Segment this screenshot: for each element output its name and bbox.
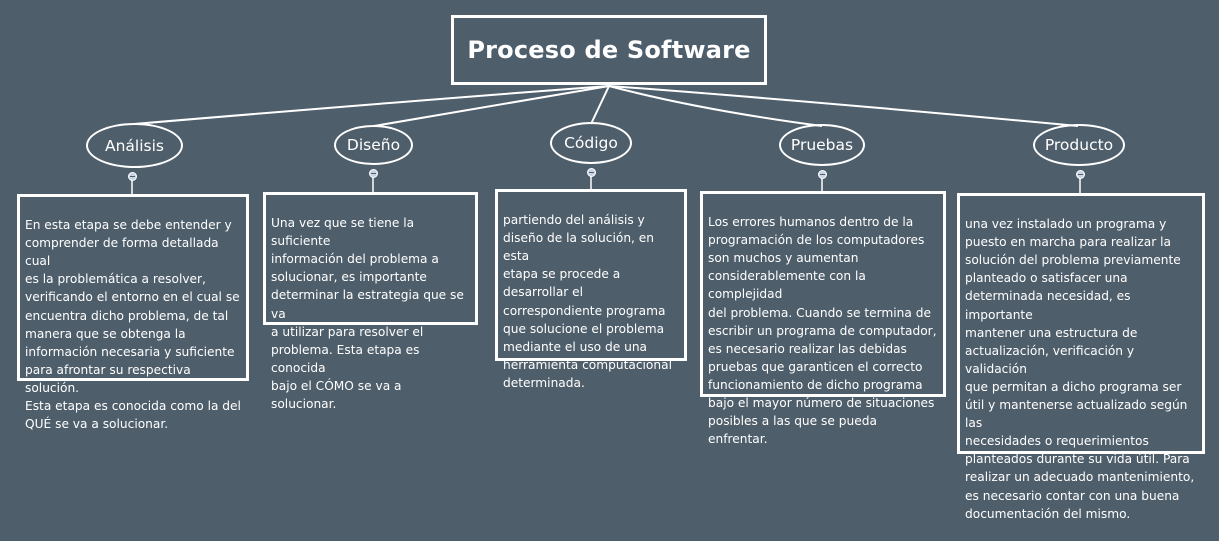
description-diseno[interactable]: Una vez que se tiene la suficiente infor… <box>263 192 478 411</box>
topic-producto-label: Producto <box>1044 136 1114 154</box>
description-producto[interactable]: una vez instalado un programa y puesto e… <box>957 193 1205 521</box>
description-diseno-text: Una vez que se tiene la suficiente infor… <box>271 216 464 412</box>
description-codigo-text: partiendo del análisis y diseño de la so… <box>503 213 672 390</box>
connector-codigo <box>590 85 610 125</box>
topic-producto[interactable]: Producto <box>1033 124 1125 166</box>
central-topic[interactable]: Proceso de Software <box>451 15 767 85</box>
connector-analisis <box>133 85 610 125</box>
connector-diseno <box>373 85 610 127</box>
topic-analisis-label: Análisis <box>105 136 164 155</box>
collapse-toggle-icon[interactable] <box>1076 170 1085 179</box>
description-codigo[interactable]: partiendo del análisis y diseño de la so… <box>495 189 687 390</box>
description-analisis[interactable]: En esta etapa se debe entender y compren… <box>17 194 249 431</box>
description-pruebas[interactable]: Los errores humanos dentro de la program… <box>700 191 946 446</box>
connector-producto <box>608 85 1079 127</box>
collapse-toggle-icon[interactable] <box>587 168 596 177</box>
topic-codigo-label: Código <box>564 134 618 152</box>
connector-pruebas <box>608 85 823 127</box>
topic-diseno[interactable]: Diseño <box>334 125 413 165</box>
topic-diseno-label: Diseño <box>346 136 401 154</box>
collapse-toggle-icon[interactable] <box>128 172 137 181</box>
central-topic-title: Proceso de Software <box>467 36 751 64</box>
topic-pruebas[interactable]: Pruebas <box>779 124 865 166</box>
collapse-toggle-icon[interactable] <box>369 169 378 178</box>
topic-codigo[interactable]: Código <box>550 122 632 164</box>
connector-lines <box>131 85 1081 196</box>
topic-analisis[interactable]: Análisis <box>86 123 183 168</box>
collapse-toggle-icon[interactable] <box>818 170 827 179</box>
description-pruebas-text: Los errores humanos dentro de la program… <box>708 215 937 447</box>
topic-pruebas-label: Pruebas <box>790 136 854 154</box>
description-analisis-text: En esta etapa se debe entender y compren… <box>25 218 241 432</box>
description-producto-text: una vez instalado un programa y puesto e… <box>965 217 1195 521</box>
